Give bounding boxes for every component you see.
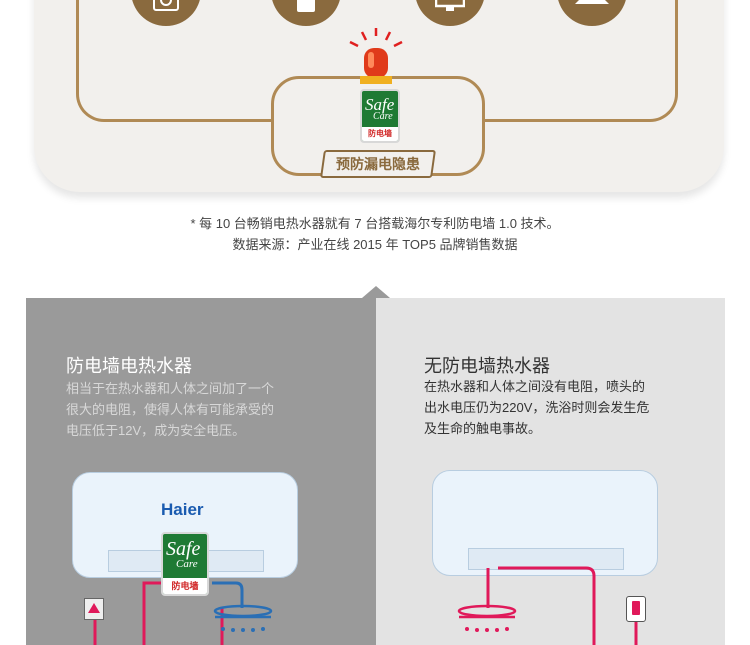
alarm-light-icon (349, 28, 403, 84)
safe-care-badge: Safe Care 防电墙 (360, 89, 400, 143)
badge-care-text: Care (176, 558, 198, 570)
without-protection-desc: 在热水器和人体之间没有电阻，喷头的 出水电压仍为220V，洗浴时则会发生危 及生… (424, 376, 649, 439)
desc-line: 及生命的触电事故。 (424, 421, 542, 436)
desc-line: 相当于在热水器和人体之间加了一个 (66, 381, 275, 396)
washer-icon (131, 0, 201, 26)
prevent-leakage-tag: 预防漏电隐患 (320, 150, 436, 178)
shower-head-icon (213, 604, 273, 632)
panel-notch (362, 286, 390, 298)
footnote-source: 数据来源：产业在线 2015 年 TOP5 品牌销售数据 (232, 237, 518, 252)
with-protection-panel: 防电墙电热水器 相当于在热水器和人体之间加了一个 很大的电阻，使得人体有可能承受… (26, 298, 376, 645)
desc-line: 电压低于12V，成为安全电压。 (66, 423, 246, 438)
prevent-leakage-label: 预防漏电隐患 (336, 156, 420, 172)
with-protection-title: 防电墙电热水器 (66, 356, 192, 376)
with-protection-desc: 相当于在热水器和人体之间加了一个 很大的电阻，使得人体有可能承受的 电压低于12… (66, 378, 274, 441)
footnote-stat: * 每 10 台畅销电热水器就有 7 台搭载海尔专利防电墙 1.0 技术。 (190, 216, 560, 231)
badge-care-text: Care (373, 111, 393, 122)
brand-logo: Haier (161, 500, 204, 519)
safe-care-badge: Safe Care 防电墙 (161, 532, 209, 596)
circuit-frame (76, 0, 678, 122)
badge-safe-text: Safe (365, 95, 395, 114)
desc-line: 出水电压仍为220V，洗浴时则会发生危 (424, 400, 650, 415)
badge-cn-text: 防电墙 (362, 127, 398, 141)
badge-cn-text: 防电墙 (163, 578, 207, 594)
wiring-lines (486, 566, 638, 645)
monitor-icon (415, 0, 485, 26)
without-protection-title: 无防电墙热水器 (424, 356, 550, 376)
plug-icon (626, 596, 646, 622)
tablet-icon (271, 0, 341, 26)
shower-head-icon (457, 604, 517, 632)
desc-line: 很大的电阻，使得人体有可能承受的 (66, 402, 275, 417)
desc-line: 在热水器和人体之间没有电阻，喷头的 (424, 379, 646, 394)
socket-icon (84, 598, 104, 620)
badge-safe-text: Safe (166, 538, 201, 560)
without-protection-panel: 无防电墙热水器 在热水器和人体之间没有电阻，喷头的 出水电压仍为220V，洗浴时… (376, 298, 725, 645)
range-hood-icon (557, 0, 627, 26)
